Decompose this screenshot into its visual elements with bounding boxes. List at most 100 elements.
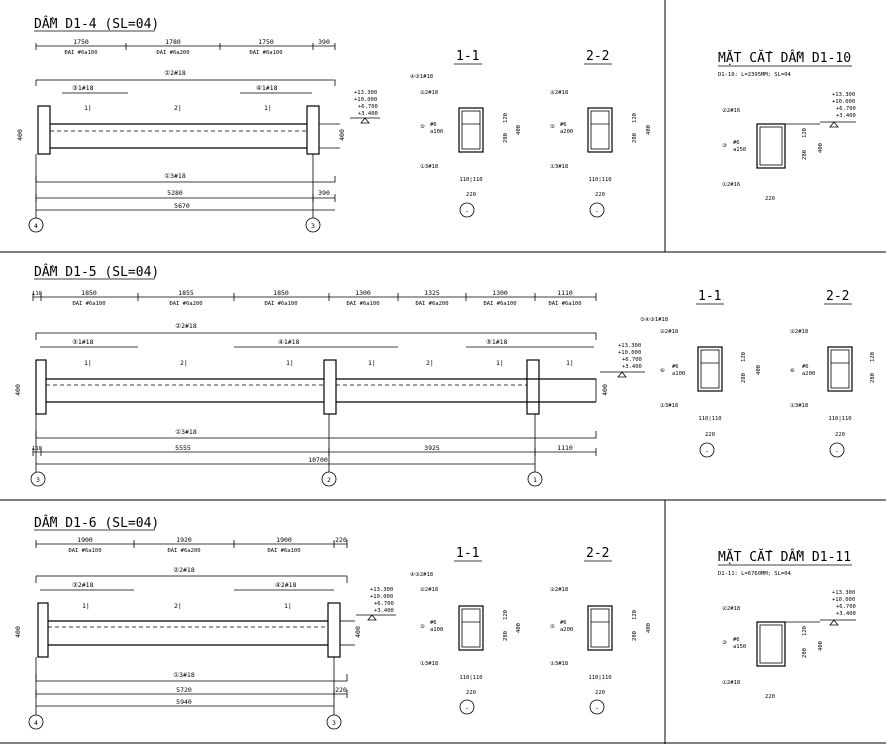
section-title: 1-1 <box>456 49 479 64</box>
elevation: +3.400 <box>836 611 856 617</box>
stirrup: #6 <box>430 620 437 626</box>
axis-label: 2 <box>327 476 331 484</box>
axis-label: 3 <box>36 476 40 484</box>
dim: 220 <box>595 690 605 696</box>
dim: 120 <box>632 113 638 123</box>
section-d1-6-2-2: 2-2 ②2#18 ⑤ #6 a200 ①3#18 120 280 400 11… <box>550 546 652 715</box>
stirrup-spacing: a200 <box>560 627 573 633</box>
dim: 220 <box>765 196 775 202</box>
dim: 110|110 <box>459 177 482 183</box>
dim: 220 <box>595 192 605 198</box>
dim-top: 220 <box>335 536 347 544</box>
dim-bottom: 5280 <box>167 189 183 197</box>
dim: 400 <box>516 125 522 135</box>
dim: 400 <box>756 365 762 375</box>
dim: 120 <box>741 352 747 362</box>
dim: 120 <box>802 626 808 636</box>
stirrup-no: ③ <box>722 639 727 646</box>
section-d1-6-1-1: 1-1 ④③2#18 ②2#18 ⑤ #6 a100 ①3#18 120 280… <box>410 546 522 715</box>
dim-top: 1325 <box>424 289 440 297</box>
stirrup: #6 <box>560 620 567 626</box>
zone-mark: 1| <box>286 359 294 367</box>
beam-title: DẦM D1-5 (SL=04) <box>34 264 159 280</box>
dim-top: 1850 <box>81 289 97 297</box>
section-d1-5-1-1: 1-1 ⑤④③1#18 ②2#18 ⑥ #6 a100 ①3#18 120 28… <box>640 289 762 458</box>
elevation: +6.700 <box>622 357 642 363</box>
rebar-tag: ②2#18 <box>550 586 568 593</box>
elevation: +13.300 <box>618 343 641 349</box>
rebar-tag: ④③1#18 <box>410 73 433 80</box>
rebar-label: ③1#18 <box>72 84 94 92</box>
beam-title: DẦM D1-4 (SL=04) <box>34 16 159 32</box>
dim: 220 <box>466 690 476 696</box>
elevation: +13.300 <box>370 587 393 593</box>
elevation: +13.300 <box>832 590 855 596</box>
dim-bottom: 5720 <box>176 686 192 694</box>
rebar-label: ②2#18 <box>175 322 197 330</box>
axis-bubble <box>589 699 605 715</box>
axis-bubble <box>829 442 845 458</box>
beam-height: 400 <box>16 129 24 141</box>
rebar-tag: ①3#18 <box>550 163 568 170</box>
axis-label: 1 <box>533 476 537 484</box>
elevation: +6.700 <box>374 601 394 607</box>
section-title: MẶT CẮT DẦM D1-11 <box>718 549 851 565</box>
stirrup-spacing: a200 <box>802 371 815 377</box>
dim: 400 <box>646 623 652 633</box>
axis-label: 4 <box>34 222 38 230</box>
section-d1-5-2-2: 2-2 ②2#18 ⑥ #6 a200 ①3#18 120 280 110|11… <box>790 289 876 458</box>
elevation: +6.700 <box>358 104 378 110</box>
dim-total: 5940 <box>176 698 192 706</box>
rebar-label: ③1#18 <box>72 338 94 346</box>
stirrup-no: ③ <box>722 142 727 149</box>
section-title: 1-1 <box>456 546 479 561</box>
stirrup: #6 <box>802 364 809 370</box>
elevation: +6.700 <box>836 604 856 610</box>
dim: 400 <box>818 143 824 153</box>
dim: 280 <box>632 133 638 143</box>
axis-bubble <box>28 714 44 730</box>
zone-mark: 1| <box>284 602 292 610</box>
zone-mark: 1| <box>84 104 92 112</box>
dim-top: 1110 <box>557 289 573 297</box>
stirrup: #6 <box>672 364 679 370</box>
rebar-tag: ①3#18 <box>420 660 438 667</box>
elevation: +10.000 <box>354 97 377 103</box>
zone-mark: 1| <box>82 602 90 610</box>
dim: 280 <box>503 631 509 641</box>
dim: 400 <box>516 623 522 633</box>
rebar-label: ②2#18 <box>164 69 186 77</box>
rebar-label: ④2#18 <box>275 581 297 589</box>
axis-bubble <box>28 217 44 233</box>
axis-bubble <box>305 217 321 233</box>
dim-bottom: 220 <box>335 686 347 694</box>
dim: 120 <box>870 352 876 362</box>
rebar-tag: ①2#18 <box>722 679 740 686</box>
dim-top: 1300 <box>492 289 508 297</box>
stirrup: #6 <box>733 140 740 146</box>
beam-d1-6: DẦM D1-6 (SL=04) 1900 ĐAI #6a100 1920 ĐA… <box>14 515 396 730</box>
dim: 110|110 <box>828 416 851 422</box>
stirrup-label: ĐAI #6a100 <box>72 301 105 307</box>
rebar-tag: ①3#18 <box>660 402 678 409</box>
dim: 110|110 <box>459 675 482 681</box>
rebar-label: ④1#18 <box>278 338 300 346</box>
stirrup: #6 <box>733 637 740 643</box>
stirrup-label: ĐAI #6a100 <box>267 548 300 554</box>
elevation: +10.000 <box>618 350 641 356</box>
zone-mark: 2| <box>180 359 188 367</box>
elevation: +3.400 <box>358 111 378 117</box>
stirrup-label: ĐAI #6a100 <box>346 301 379 307</box>
dim: 280 <box>503 133 509 143</box>
beam-height: 400 <box>354 626 362 638</box>
zone-mark: 2| <box>174 602 182 610</box>
stirrup-no: ⑤ <box>550 123 555 130</box>
stirrup-spacing: a100 <box>672 371 685 377</box>
dim: 120 <box>503 610 509 620</box>
axis-label: - <box>465 704 469 712</box>
rebar-tag: ②2#18 <box>420 89 438 96</box>
stirrup: #6 <box>430 122 437 128</box>
rebar-label: ①3#18 <box>175 428 197 436</box>
dim-top: 1900 <box>276 536 292 544</box>
